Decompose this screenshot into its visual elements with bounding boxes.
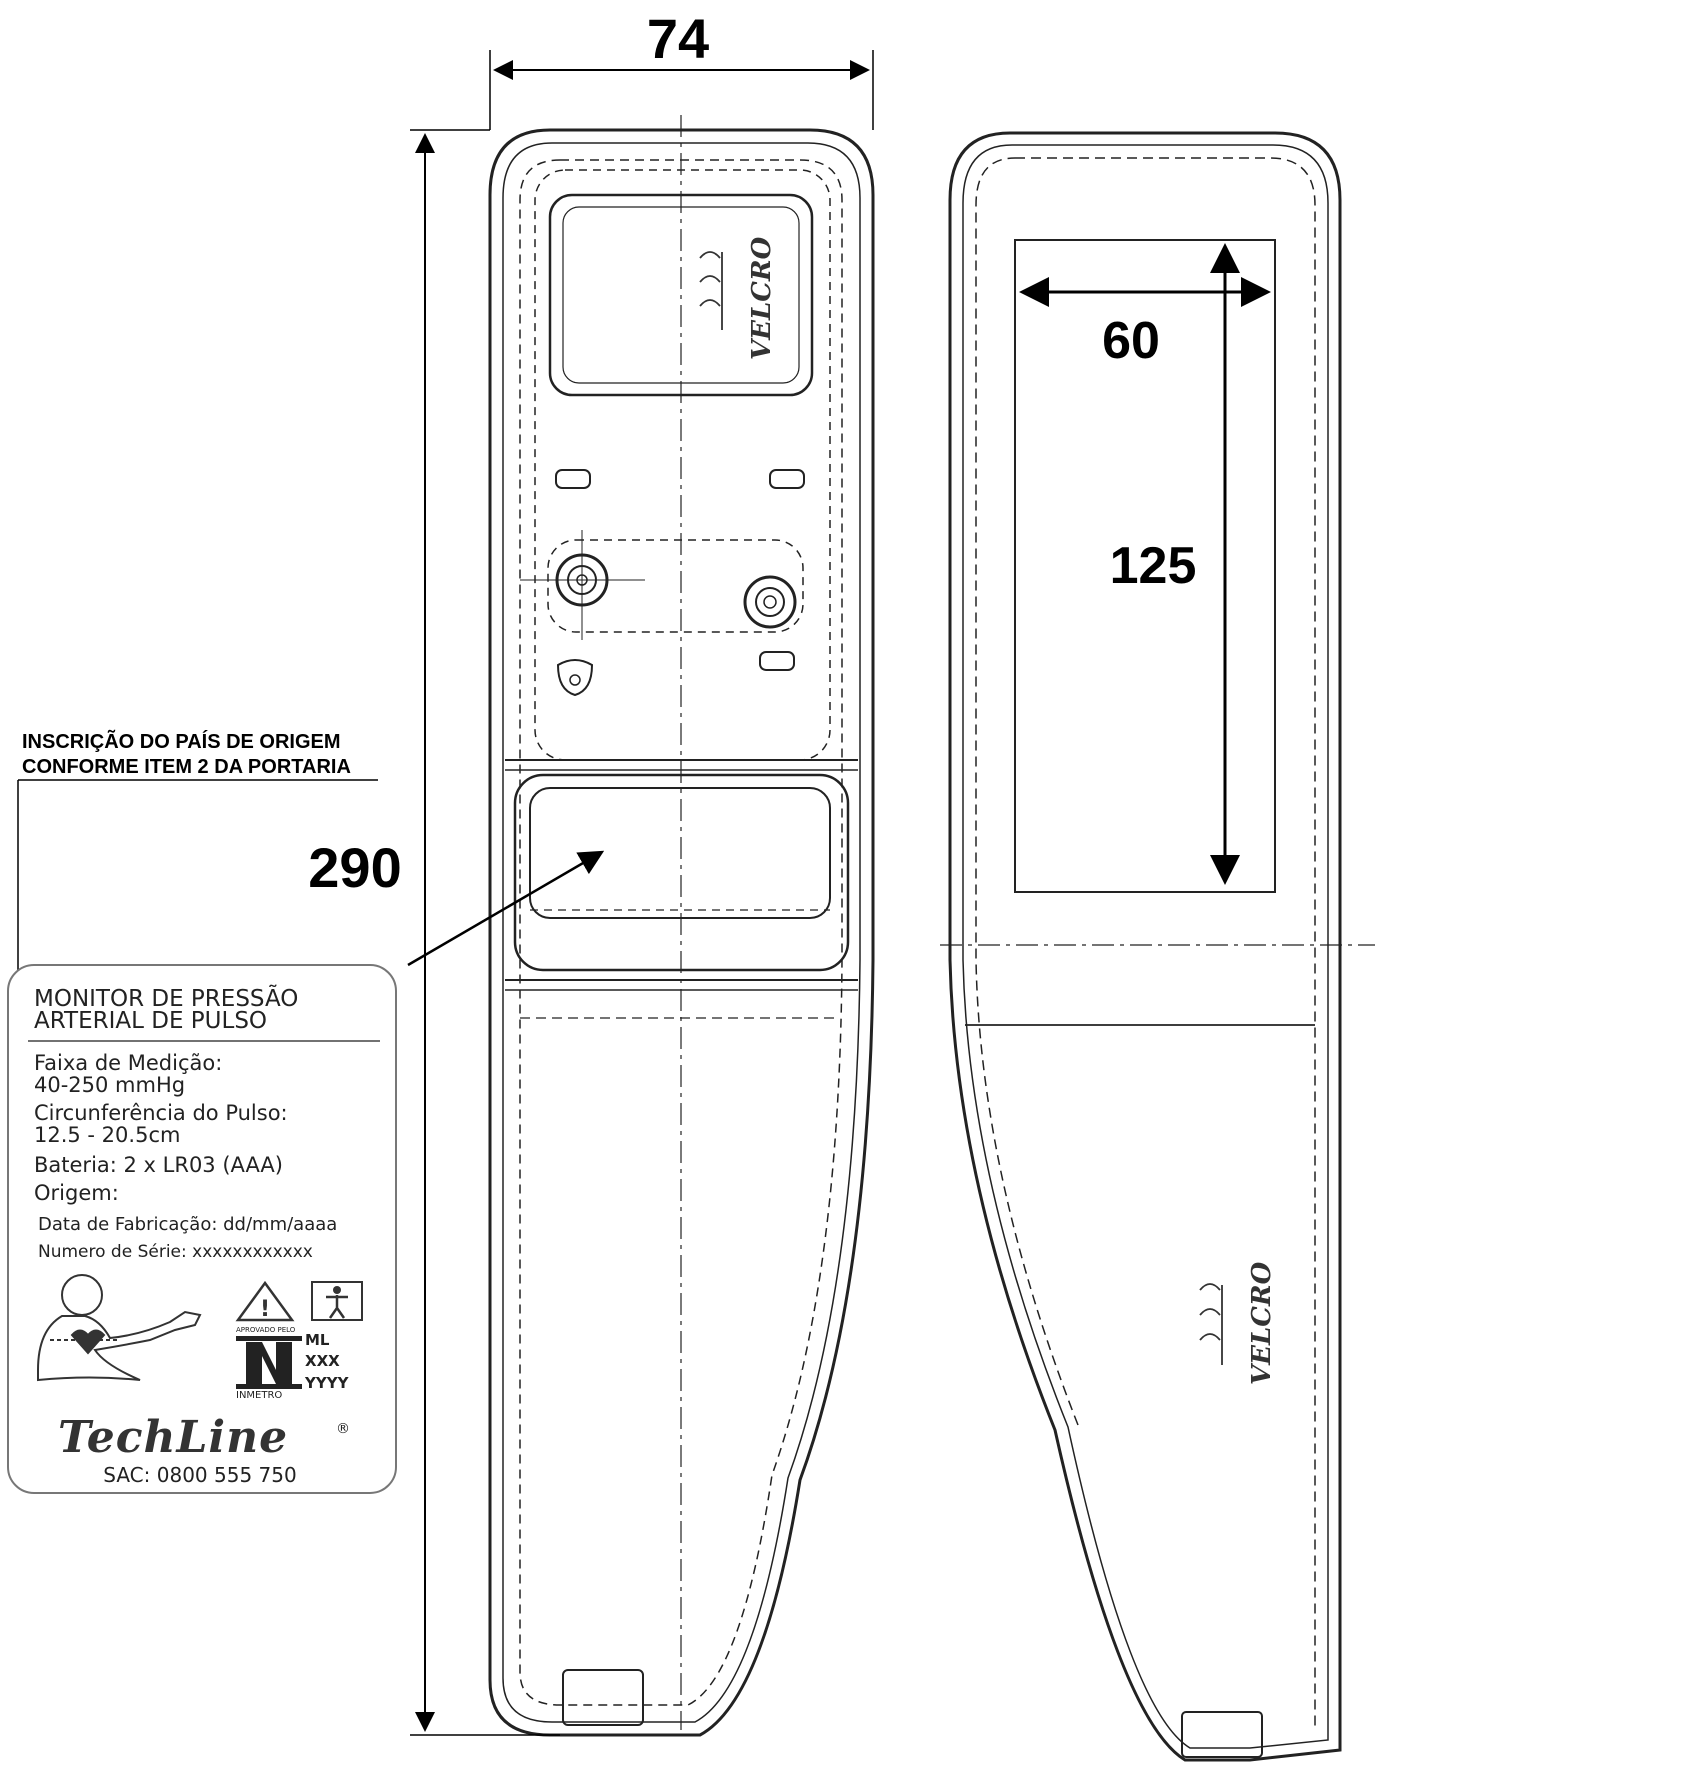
velcro-length-label: 125 bbox=[1110, 537, 1197, 595]
patient-pictogram-icon bbox=[37, 1274, 202, 1382]
label-range-value: 40-250 mmHg bbox=[34, 1073, 185, 1097]
label-brand: TechLine bbox=[58, 1412, 288, 1463]
label-title2: ARTERIAL DE PULSO bbox=[34, 1008, 267, 1034]
label-ml: ML bbox=[305, 1331, 330, 1349]
dimension-length: 290 bbox=[308, 129, 560, 1736]
warning-icon: ! bbox=[235, 1280, 295, 1322]
dimension-width: 74 bbox=[489, 7, 874, 130]
annotation-line1: INSCRIÇÃO DO PAÍS DE ORIGEM bbox=[22, 730, 341, 753]
label-registered: ® bbox=[336, 1421, 350, 1437]
label-circ-value: 12.5 - 20.5cm bbox=[34, 1123, 180, 1147]
label-xxx: XXX bbox=[305, 1352, 340, 1370]
label-manufacture-date: Data de Fabricação: dd/mm/aaaa bbox=[38, 1214, 337, 1235]
annotation-line2: CONFORME ITEM 2 DA PORTARIA bbox=[22, 756, 351, 778]
dimension-width-label: 74 bbox=[647, 7, 709, 70]
label-circ-label: Circunferência do Pulso: bbox=[34, 1101, 288, 1125]
cuff-front-view: VELCRO bbox=[488, 115, 875, 1737]
velcro-brand-back: VELCRO bbox=[1247, 1261, 1277, 1385]
label-inmetro: INMETRO bbox=[236, 1390, 282, 1401]
velcro-brand-front: VELCRO bbox=[747, 236, 777, 360]
svg-text:!: ! bbox=[260, 1297, 270, 1322]
label-origin: Origem: bbox=[34, 1181, 119, 1205]
velcro-hook-icon bbox=[699, 251, 723, 330]
techline-logo: TechLine ® bbox=[58, 1412, 350, 1463]
cuff-back-view: VELCRO bbox=[940, 131, 1375, 1762]
velcro-width-label: 60 bbox=[1102, 312, 1160, 370]
origin-annotation: INSCRIÇÃO DO PAÍS DE ORIGEM CONFORME ITE… bbox=[17, 730, 605, 1184]
label-yyyy: YYYY bbox=[304, 1374, 350, 1392]
inmetro-logo-icon: APROVADO PELO INMETRO ML XXX YYYY bbox=[236, 1326, 350, 1401]
label-approved: APROVADO PELO bbox=[236, 1326, 296, 1334]
label-sac: SAC: 0800 555 750 bbox=[103, 1463, 296, 1487]
velcro-hook-icon-back bbox=[1199, 1283, 1223, 1365]
label-serial: Numero de Série: xxxxxxxxxxxx bbox=[38, 1242, 313, 1262]
dimension-velcro: 60 125 bbox=[1019, 243, 1271, 885]
label-range-label: Faixa de Medição: bbox=[34, 1051, 222, 1075]
product-label: MONITOR DE PRESSÃO ARTERIAL DE PULSO Fai… bbox=[7, 964, 397, 1494]
label-title1: MONITOR DE PRESSÃO bbox=[34, 984, 298, 1012]
body-type-icon bbox=[311, 1281, 363, 1321]
dimension-length-label: 290 bbox=[308, 836, 401, 899]
label-battery: Bateria: 2 x LR03 (AAA) bbox=[34, 1153, 283, 1177]
